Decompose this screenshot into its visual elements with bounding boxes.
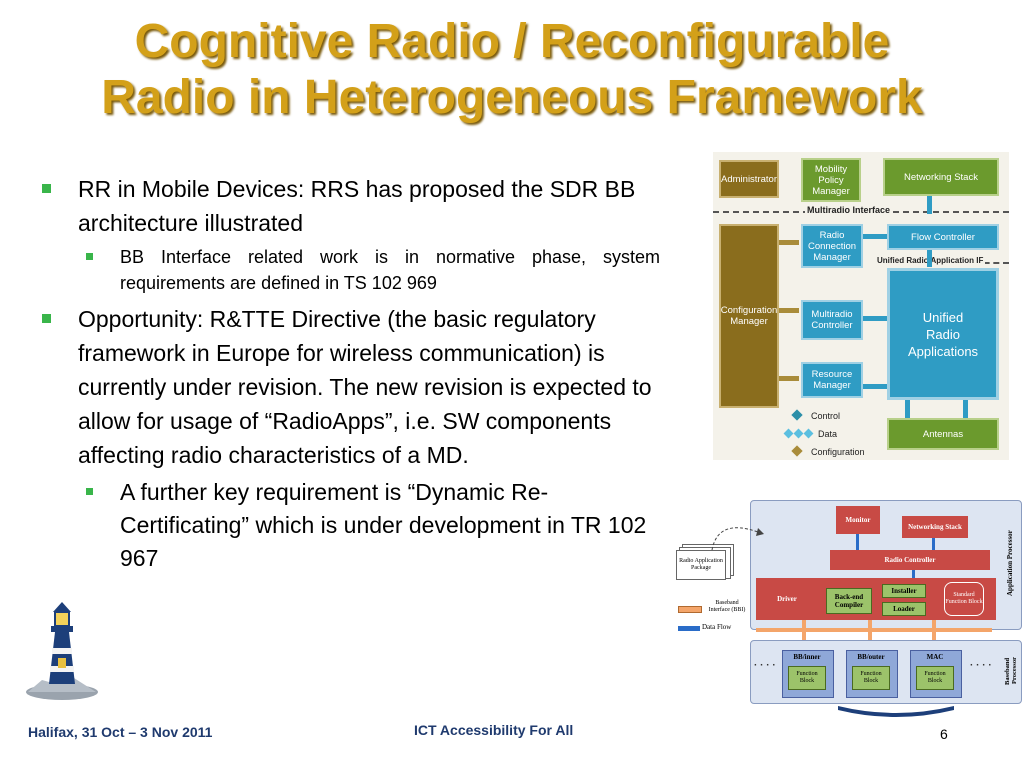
bb-inner-label: BB/inner — [793, 653, 821, 661]
data-flow-line — [856, 534, 859, 550]
connector — [863, 316, 887, 321]
title-line-2: Radio in Heterogeneous Framework — [101, 71, 923, 124]
networking-stack-box: Networking Stack — [902, 516, 968, 538]
data-diamond-icon — [803, 428, 814, 439]
mac-label: MAC — [926, 653, 944, 661]
application-processor-label: Application Processor — [1006, 530, 1014, 596]
bbi-legend-label: Baseband Interface (BBI) — [708, 600, 746, 613]
radio-controller-box: Radio Controller — [830, 550, 990, 570]
multiradio-interface-label: Multiradio Interface — [805, 205, 893, 215]
connector — [963, 400, 968, 418]
driver-label: Driver — [777, 595, 797, 603]
multiradio-controller-box: Multiradio Controller — [801, 300, 863, 340]
legend-data: Data — [783, 425, 865, 443]
control-diamond-icon — [791, 409, 803, 421]
sdr-baseband-diagram: Application Processor Radio Application … — [672, 498, 1022, 713]
bullet-list: RR in Mobile Devices: RRS has proposed t… — [40, 172, 660, 581]
connector — [779, 308, 799, 313]
bbi-bar — [868, 620, 872, 642]
data-flow-line — [932, 538, 935, 550]
bbi-bar — [932, 620, 936, 642]
connector — [779, 240, 799, 245]
legend-label: Data — [818, 429, 838, 439]
connector — [779, 376, 799, 381]
bbi-legend-swatch — [678, 606, 702, 613]
bullet-item: Opportunity: R&TTE Directive (the basic … — [40, 302, 660, 472]
arrow-icon — [711, 527, 764, 551]
diagram-legend: Control Data Configuration — [783, 407, 865, 461]
data-diamond-icon — [793, 428, 804, 439]
baseband-processor-label: Baseband Processor — [1004, 657, 1018, 685]
bullet-square-icon — [86, 488, 93, 495]
legend-configuration: Configuration — [785, 443, 865, 461]
loader-box: Loader — [882, 602, 926, 616]
radio-connection-manager-box: Radio Connection Manager — [801, 224, 863, 268]
configuration-manager-box: Configuration Manager — [719, 224, 779, 408]
data-flow-line — [912, 570, 915, 580]
dataflow-legend-label: Data Flow — [702, 623, 732, 631]
sub-bullet-text: A further key requirement is “Dynamic Re… — [120, 479, 647, 571]
bullet-square-icon — [42, 314, 51, 323]
bb-outer-label: BB/outer — [857, 653, 885, 661]
backend-compiler-box: Back-end Compiler — [826, 588, 872, 614]
installer-box: Installer — [882, 584, 926, 598]
sub-bullet-item: BB Interface related work is in normativ… — [82, 244, 660, 296]
lighthouse-icon — [26, 602, 98, 700]
radio-app-package-box: Radio Application Package — [676, 550, 726, 580]
data-diamond-icon — [783, 428, 794, 439]
function-block: Function Block — [852, 666, 890, 690]
decorative-swoosh-icon — [838, 706, 954, 717]
unified-radio-applications-box: Unified Radio Applications — [887, 268, 999, 400]
bbi-bar — [756, 628, 992, 632]
antennas-box: Antennas — [887, 418, 999, 450]
connector — [863, 384, 887, 389]
footer-center: ICT Accessibility For All — [414, 722, 574, 738]
connector — [863, 234, 887, 239]
slide-title: Cognitive Radio / Reconfigurable Radio i… — [0, 14, 1024, 126]
resource-manager-box: Resource Manager — [801, 362, 863, 398]
networking-stack-box: Networking Stack — [883, 158, 999, 196]
bullet-square-icon — [86, 253, 93, 260]
sub-bullet-text: BB Interface related work is in normativ… — [120, 247, 660, 293]
legend-control: Control — [785, 407, 865, 425]
legend-label: Control — [811, 411, 841, 421]
function-block: Function Block — [916, 666, 954, 690]
function-block: Function Block — [788, 666, 826, 690]
sub-bullet-item: A further key requirement is “Dynamic Re… — [82, 476, 660, 575]
bullet-text: RR in Mobile Devices: RRS has proposed t… — [78, 176, 636, 236]
title-line-1: Cognitive Radio / Reconfigurable — [134, 15, 890, 68]
connector — [927, 249, 932, 267]
connector — [905, 400, 910, 418]
administrator-box: Administrator — [719, 160, 779, 198]
legend-label: Configuration — [811, 447, 865, 457]
monitor-box: Monitor — [836, 506, 880, 534]
ellipsis-right: · · · · — [970, 660, 992, 671]
connector — [927, 196, 932, 214]
bullet-square-icon — [42, 184, 51, 193]
configuration-diamond-icon — [791, 445, 803, 457]
mobility-policy-manager-box: Mobility Policy Manager — [801, 158, 861, 202]
page-number: 6 — [940, 726, 948, 742]
bullet-text: Opportunity: R&TTE Directive (the basic … — [78, 306, 652, 468]
bullet-item: RR in Mobile Devices: RRS has proposed t… — [40, 172, 660, 240]
dataflow-legend-swatch — [678, 626, 700, 631]
flow-controller-box: Flow Controller — [887, 224, 999, 250]
footer-left: Halifax, 31 Oct – 3 Nov 2011 — [28, 724, 213, 740]
standard-function-block: Standard Function Block — [944, 582, 984, 616]
bbi-bar — [802, 620, 806, 642]
ellipsis-left: · · · · — [754, 660, 776, 671]
multiradio-architecture-diagram: Multiradio Interface Unified Radio Appli… — [713, 152, 1009, 460]
